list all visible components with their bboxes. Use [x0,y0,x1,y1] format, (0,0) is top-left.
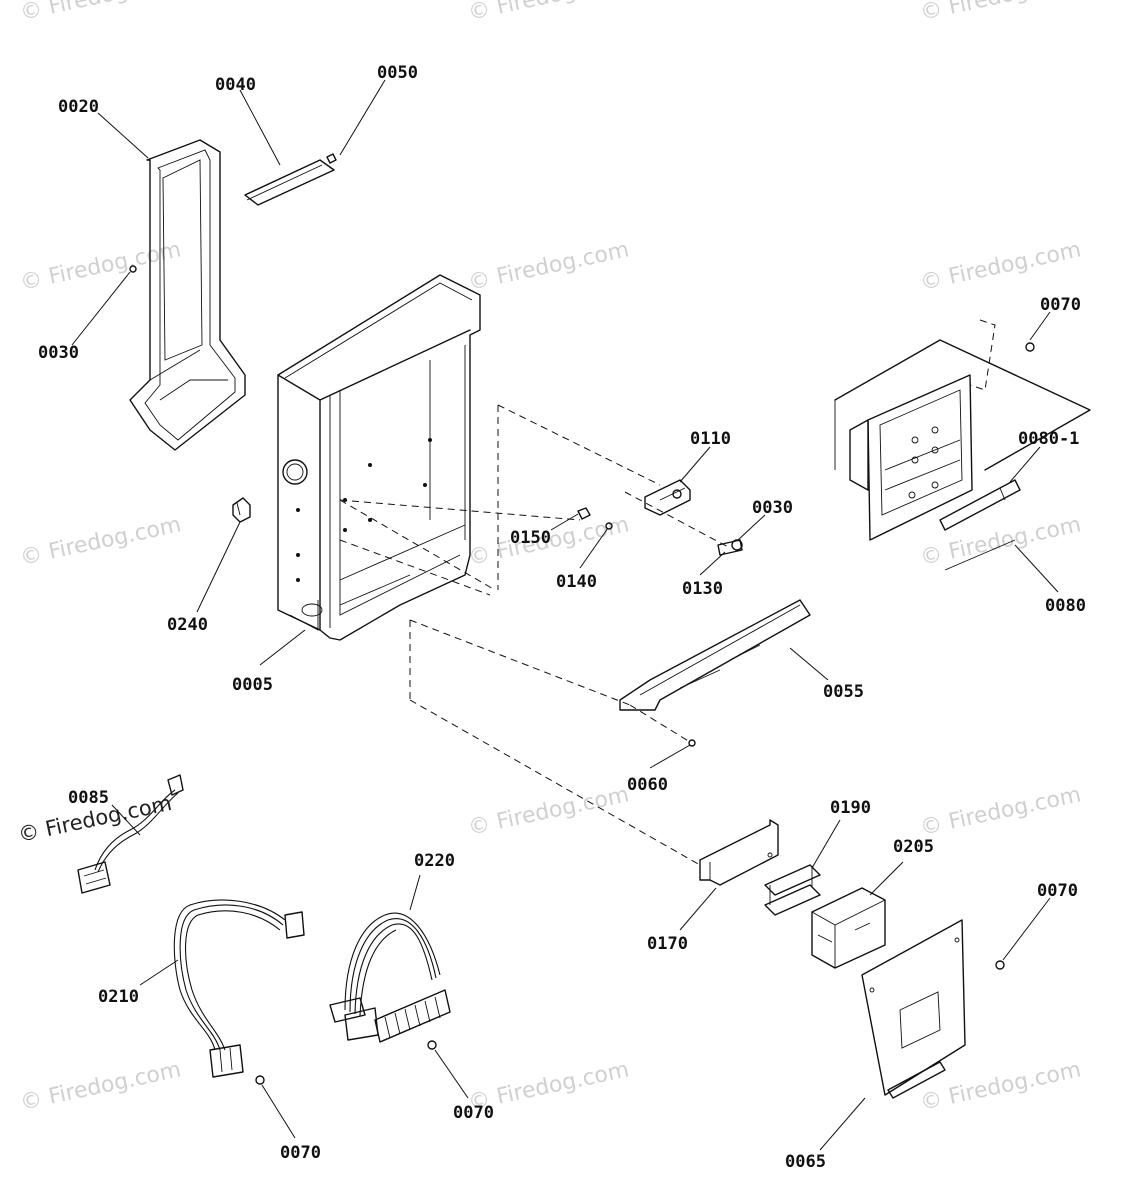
watermark: © Firedog.com [18,237,183,295]
watermark: © Firedog.com [918,782,1083,840]
label-0205: 0205 [893,837,934,857]
part-0020-duct [129,139,246,451]
part-0140-washer [605,522,613,530]
watermark: © Firedog.com [918,237,1083,295]
label-0070: 0070 [1037,881,1078,901]
label-0190: 0190 [830,798,871,818]
label-0150: 0150 [510,528,551,548]
label-0110: 0110 [690,429,731,449]
label-0070: 0070 [1040,295,1081,315]
watermark: © Firedog.com [466,237,631,295]
label-0040: 0040 [215,75,256,95]
label-0240: 0240 [167,615,208,635]
part-0240-connector [232,497,251,523]
part-0055-channel [619,599,811,711]
part-0190-fuse-block [764,864,821,916]
part-0070-screw [1025,342,1035,352]
label-0060: 0060 [627,775,668,795]
label-0085: 0085 [68,788,109,808]
label-0210: 0210 [98,987,139,1007]
part-0080-control-panel [834,339,1091,571]
part-0210-harness [173,899,305,1078]
part-0040-plate [244,159,335,206]
label-0065: 0065 [785,1152,826,1172]
part-0070-screw [255,1075,265,1085]
label-0050: 0050 [377,63,418,83]
label-0030: 0030 [38,343,79,363]
part-0220-harness [329,912,451,1043]
part-0005-enclosure [277,274,481,641]
part-0030-screw [129,265,137,273]
label-0070: 0070 [280,1143,321,1163]
part-0065-cover-plate [861,919,966,1099]
watermark: © Firedog.com [466,782,631,840]
part-0110-bracket [644,479,691,516]
part-labels: 0020 0040 0050 0030 0070 0080-1 0110 003… [38,63,1086,1172]
watermarks: © Firedog.com © Firedog.com © Firedog.co… [16,0,1083,1116]
watermark: © Firedog.com [18,1057,183,1115]
watermark: © Firedog.com [18,512,183,570]
watermark: © Firedog.com [918,0,1083,26]
label-0055: 0055 [823,682,864,702]
watermark: © Firedog.com [18,0,183,26]
part-0150-nut [577,507,591,520]
watermark: © Firedog.com [466,0,631,26]
part-0130-screw [717,539,743,556]
label-0005: 0005 [232,675,273,695]
label-0130: 0130 [682,579,723,599]
label-0220: 0220 [414,851,455,871]
part-0070-screw [427,1040,437,1050]
part-0085-harness [77,774,184,894]
label-0080: 0080 [1045,596,1086,616]
label-0030: 0030 [752,498,793,518]
watermark: © Firedog.com [918,512,1083,570]
label-0170: 0170 [647,934,688,954]
part-0060-screw [688,739,696,747]
label-0020: 0020 [58,97,99,117]
assembly-lines [339,319,996,866]
part-0170-bracket [699,819,779,886]
label-0070: 0070 [453,1103,494,1123]
leader-lines [71,79,1059,1151]
label-0080-1: 0080-1 [1018,429,1079,449]
part-0050-clip [326,153,337,164]
part-0070-screw [995,960,1005,970]
part-0205-breaker [811,887,886,969]
label-0140: 0140 [556,572,597,592]
